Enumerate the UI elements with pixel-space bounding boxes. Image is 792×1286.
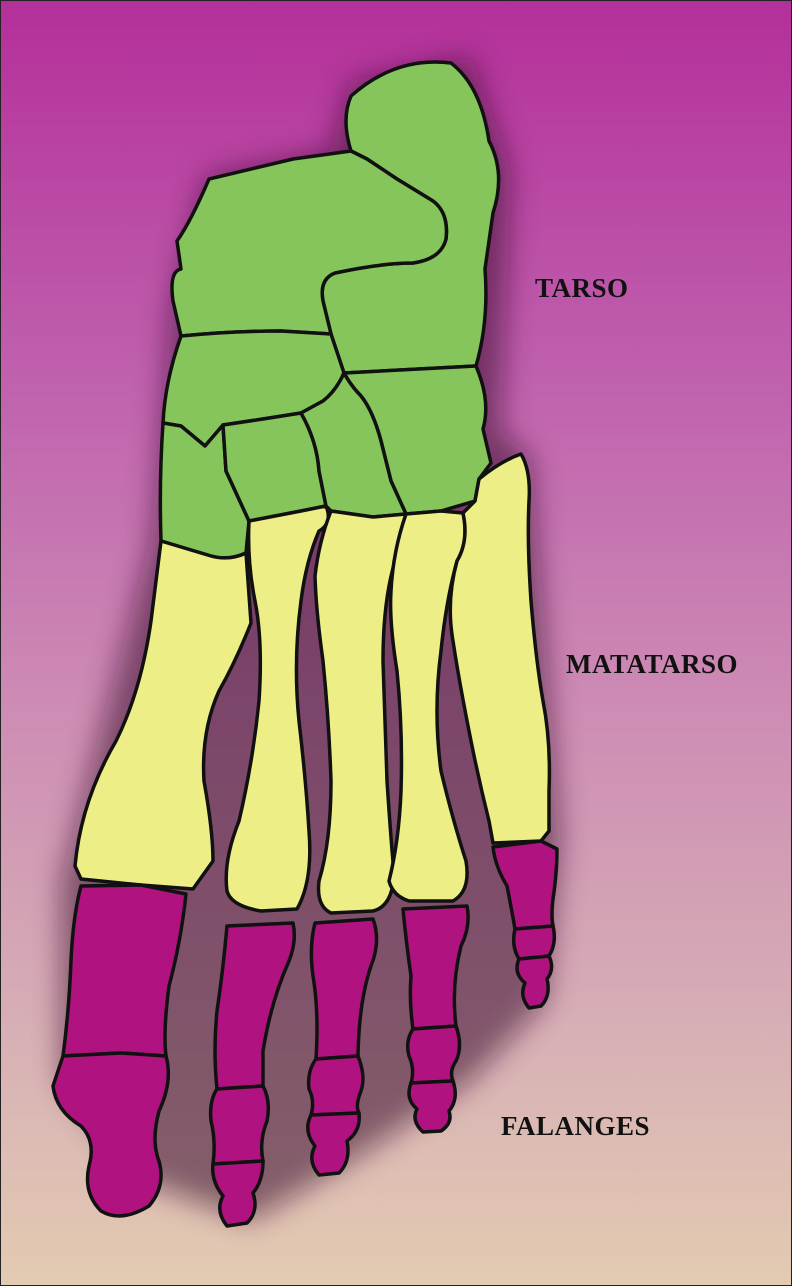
toe-3-middle-phalanx	[309, 1056, 363, 1115]
toe-2-middle-phalanx	[211, 1086, 269, 1164]
toe-4-distal-phalanx	[409, 1081, 455, 1132]
toe-5-middle-phalanx	[514, 926, 555, 959]
toe-1-distal-phalanx	[53, 1053, 168, 1216]
tarsal-bones	[160, 62, 498, 558]
label-tarso: TARSO	[535, 273, 629, 304]
toe-4-middle-phalanx	[408, 1026, 460, 1083]
label-metatarso: MATATARSO	[566, 649, 738, 680]
label-falanges: FALANGES	[501, 1111, 650, 1142]
